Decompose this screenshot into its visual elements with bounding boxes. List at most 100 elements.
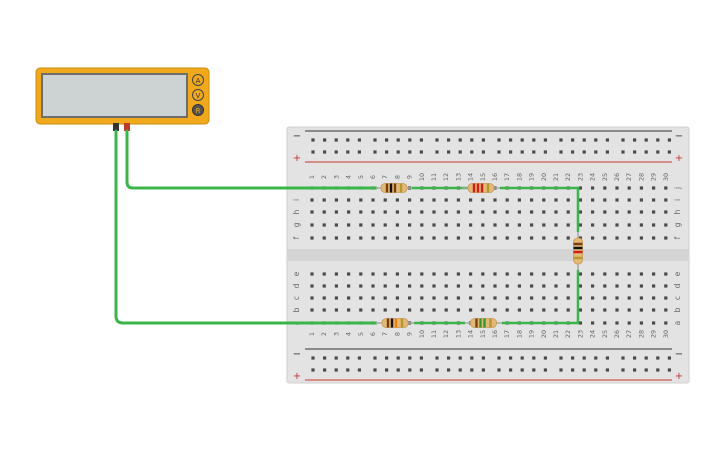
terminal-hole[interactable] [615, 210, 619, 214]
terminal-hole[interactable] [334, 308, 338, 312]
terminal-hole[interactable] [566, 284, 570, 288]
terminal-hole[interactable] [627, 236, 631, 240]
rail-hole[interactable] [520, 150, 524, 154]
terminal-hole[interactable] [408, 272, 412, 276]
terminal-hole[interactable] [530, 272, 534, 276]
terminal-hole[interactable] [664, 272, 668, 276]
terminal-hole[interactable] [627, 321, 631, 325]
terminal-hole[interactable] [591, 186, 595, 190]
terminal-hole[interactable] [359, 236, 363, 240]
terminal-hole[interactable] [566, 236, 570, 240]
multimeter[interactable]: A V R [35, 67, 210, 131]
terminal-hole[interactable] [639, 272, 643, 276]
rail-hole[interactable] [408, 150, 412, 154]
rail-hole[interactable] [644, 150, 648, 154]
terminal-hole[interactable] [578, 296, 582, 300]
rail-hole[interactable] [532, 138, 536, 142]
wires[interactable] [114, 129, 580, 325]
terminal-hole[interactable] [639, 296, 643, 300]
rail-hole[interactable] [532, 356, 536, 360]
rail-hole[interactable] [334, 356, 338, 360]
terminal-hole[interactable] [359, 308, 363, 312]
rail-hole[interactable] [497, 138, 501, 142]
terminal-hole[interactable] [664, 210, 668, 214]
terminal-hole[interactable] [554, 296, 558, 300]
rail-hole[interactable] [667, 368, 671, 372]
terminal-hole[interactable] [432, 236, 436, 240]
rail-hole[interactable] [509, 138, 513, 142]
wire-top-to-vertical[interactable] [500, 186, 580, 232]
rail-hole[interactable] [385, 368, 389, 372]
terminal-hole[interactable] [664, 236, 668, 240]
terminal-hole[interactable] [334, 296, 338, 300]
terminal-hole[interactable] [627, 198, 631, 202]
terminal-hole[interactable] [554, 272, 558, 276]
rail-hole[interactable] [605, 368, 609, 372]
terminal-hole[interactable] [578, 186, 582, 190]
rail-hole[interactable] [334, 368, 338, 372]
rail-hole[interactable] [481, 368, 485, 372]
rail-hole[interactable] [435, 356, 439, 360]
terminal-hole[interactable] [469, 198, 473, 202]
terminal-hole[interactable] [542, 308, 546, 312]
terminal-hole[interactable] [322, 236, 326, 240]
terminal-hole[interactable] [444, 308, 448, 312]
rail-hole[interactable] [559, 356, 563, 360]
terminal-hole[interactable] [481, 272, 485, 276]
rail-hole[interactable] [323, 368, 327, 372]
terminal-hole[interactable] [652, 223, 656, 227]
rail-hole[interactable] [520, 356, 524, 360]
terminal-hole[interactable] [652, 321, 656, 325]
terminal-hole[interactable] [542, 210, 546, 214]
terminal-hole[interactable] [322, 210, 326, 214]
probe-red-terminal[interactable] [124, 123, 130, 131]
terminal-hole[interactable] [383, 272, 387, 276]
terminal-hole[interactable] [566, 198, 570, 202]
terminal-hole[interactable] [554, 210, 558, 214]
rail-hole[interactable] [408, 138, 412, 142]
terminal-hole[interactable] [408, 296, 412, 300]
terminal-hole[interactable] [444, 272, 448, 276]
resistors[interactable] [376, 183, 583, 328]
rail-hole[interactable] [373, 368, 377, 372]
terminal-hole[interactable] [408, 223, 412, 227]
terminal-hole[interactable] [334, 223, 338, 227]
terminal-hole[interactable] [444, 198, 448, 202]
terminal-hole[interactable] [530, 284, 534, 288]
terminal-hole[interactable] [469, 308, 473, 312]
terminal-hole[interactable] [652, 236, 656, 240]
terminal-hole[interactable] [359, 272, 363, 276]
rail-hole[interactable] [357, 150, 361, 154]
terminal-hole[interactable] [591, 223, 595, 227]
rail-hole[interactable] [357, 138, 361, 142]
terminal-hole[interactable] [420, 284, 424, 288]
terminal-hole[interactable] [542, 296, 546, 300]
rail-hole[interactable] [582, 356, 586, 360]
terminal-hole[interactable] [591, 236, 595, 240]
terminal-hole[interactable] [615, 272, 619, 276]
terminal-hole[interactable] [639, 223, 643, 227]
rail-hole[interactable] [323, 356, 327, 360]
terminal-hole[interactable] [615, 223, 619, 227]
terminal-hole[interactable] [395, 210, 399, 214]
terminal-hole[interactable] [542, 223, 546, 227]
terminal-hole[interactable] [652, 308, 656, 312]
rail-hole[interactable] [571, 138, 575, 142]
terminal-hole[interactable] [334, 236, 338, 240]
rail-hole[interactable] [419, 138, 423, 142]
terminal-hole[interactable] [432, 284, 436, 288]
terminal-hole[interactable] [505, 296, 509, 300]
rail-hole[interactable] [667, 150, 671, 154]
terminal-hole[interactable] [627, 308, 631, 312]
terminal-hole[interactable] [469, 296, 473, 300]
terminal-hole[interactable] [456, 223, 460, 227]
terminal-hole[interactable] [310, 236, 314, 240]
terminal-hole[interactable] [310, 210, 314, 214]
terminal-hole[interactable] [517, 296, 521, 300]
terminal-hole[interactable] [554, 236, 558, 240]
terminal-hole[interactable] [334, 284, 338, 288]
terminal-hole[interactable] [664, 308, 668, 312]
rail-hole[interactable] [470, 150, 474, 154]
terminal-hole[interactable] [371, 198, 375, 202]
rail-hole[interactable] [346, 138, 350, 142]
